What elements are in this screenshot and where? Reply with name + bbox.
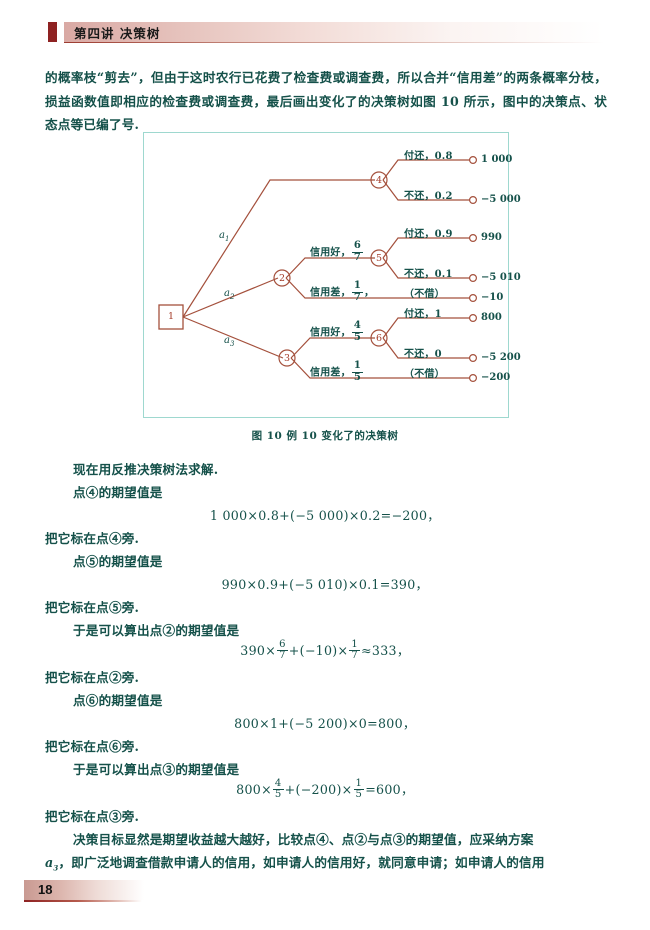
leaf-value-3: 990 [481, 232, 502, 243]
chance-node-2: 2 [278, 273, 286, 284]
branch-label-a1: a1 [219, 230, 230, 243]
edge-label-n4-down: 不还，0.2 [404, 191, 453, 202]
edge-label-n5-up: 付还，0.9 [404, 229, 453, 240]
solution-line-6: 于是可以算出点②的期望值是 [73, 623, 240, 638]
leaf-value-2: −5 000 [481, 194, 521, 205]
chance-node-6: 6 [375, 333, 383, 344]
header-rule [64, 42, 604, 43]
edge-label-n2-noloan: （不借） [404, 289, 445, 300]
solution-line-4: 点⑤的期望值是 [73, 554, 163, 569]
solution-line-9: 把它标在点⑥旁. [45, 739, 140, 754]
solution-line-8: 点⑥的期望值是 [73, 693, 163, 708]
chance-node-5: 5 [375, 253, 383, 264]
page-header: 第四讲 决策树 [48, 22, 604, 46]
edge-label-n6-up: 付还，1 [404, 309, 442, 320]
leaf-value-6: 800 [481, 312, 502, 323]
leaf-value-8: −200 [481, 372, 511, 383]
solution-line-7: 把它标在点②旁. [45, 670, 140, 685]
solution-line-3: 把它标在点④旁. [45, 531, 140, 546]
leaf-value-1: 1 000 [481, 154, 513, 165]
figure-caption: 图 10 例 10 变化了的决策树 [251, 430, 399, 442]
solution-line-10: 于是可以算出点③的期望值是 [73, 762, 240, 777]
edge-label-n4-up: 付还，0.8 [404, 151, 453, 162]
solution-line-12: 决策目标显然是期望收益越大越好，比较点④、点②与点③的期望值，应采纳方案 [73, 832, 534, 847]
branch-label-a2: a2 [224, 288, 235, 301]
chapter-title: 第四讲 决策树 [74, 26, 161, 41]
page-number: 18 [38, 882, 53, 897]
solution-line-1: 现在用反推决策树法求解. [73, 462, 219, 477]
formula-node-5: 990×0.9+(−5 010)×0.1=390， [221, 577, 429, 592]
chance-node-3: 3 [283, 353, 291, 364]
page-footer: 18 [24, 880, 184, 904]
solution-line-2: 点④的期望值是 [73, 485, 163, 500]
chance-node-4: 4 [375, 175, 383, 186]
footer-rule [24, 900, 142, 902]
formula-node-6: 800×1+(−5 200)×0=800， [234, 716, 416, 731]
leaf-value-7: −5 200 [481, 352, 521, 363]
decision-node-1: 1 [167, 311, 175, 322]
branch-label-a3: a3 [224, 335, 235, 348]
edge-label-n5-down: 不还，0.1 [404, 269, 453, 280]
solution-line-11: 把它标在点③旁. [45, 809, 140, 824]
solution-line-13: a3，即广泛地调查借款申请人的信用，如申请人的信用好，就同意申请；如申请人的信用 [45, 855, 545, 873]
intro-paragraph: 的概率枝“剪去”，但由于这时农行已花费了检查费或调查费，所以合并“信用差”的两条… [45, 70, 607, 132]
formula-node-4: 1 000×0.8+(−5 000)×0.2=−200， [209, 508, 441, 523]
leaf-value-4: −5 010 [481, 272, 521, 283]
edge-label-n3-noloan: （不借） [404, 369, 445, 380]
edge-label-n6-down: 不还，0 [404, 349, 442, 360]
solution-line-5: 把它标在点⑤旁. [45, 600, 140, 615]
footer-gradient-bar [24, 880, 144, 900]
header-gradient-bar [64, 22, 604, 42]
leaf-value-5: −10 [481, 292, 504, 303]
header-accent-tab [48, 22, 57, 42]
